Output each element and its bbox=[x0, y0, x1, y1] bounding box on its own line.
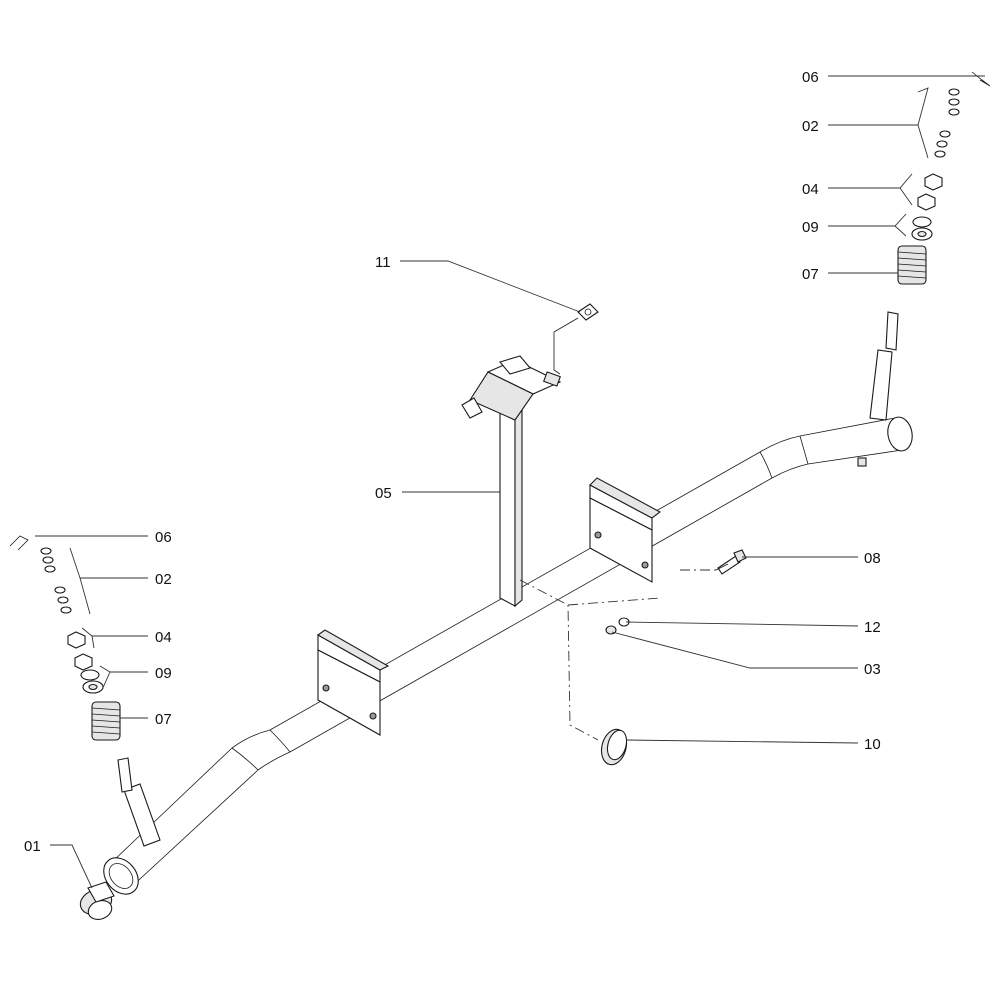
center-upright-post bbox=[461, 355, 562, 608]
axle-tube bbox=[103, 416, 913, 895]
callout-10: 10 bbox=[864, 736, 881, 753]
callout-09-right: 09 bbox=[802, 219, 819, 236]
right-mounting-bracket bbox=[589, 477, 662, 583]
left-spring bbox=[91, 701, 121, 741]
left-spindle-assembly bbox=[9, 535, 161, 847]
right-spindle-assembly bbox=[869, 71, 991, 421]
callout-08: 08 bbox=[864, 550, 881, 567]
right-spring bbox=[897, 245, 927, 285]
callout-09-left: 09 bbox=[155, 665, 172, 682]
callout-04-right: 04 bbox=[802, 181, 819, 198]
callout-02-right: 02 bbox=[802, 118, 819, 135]
bolt-and-fasteners bbox=[519, 549, 747, 766]
callout-01: 01 bbox=[24, 838, 41, 855]
callout-05: 05 bbox=[375, 485, 392, 502]
callout-06-right: 06 bbox=[802, 69, 819, 86]
callout-labels: 06 02 04 09 07 11 05 06 02 04 09 07 01 0… bbox=[24, 69, 881, 855]
callout-03: 03 bbox=[864, 661, 881, 678]
left-mounting-bracket bbox=[316, 629, 390, 736]
callout-06-left: 06 bbox=[155, 529, 172, 546]
callout-11: 11 bbox=[375, 254, 391, 271]
clip-pin bbox=[553, 303, 599, 375]
leader-lines bbox=[35, 75, 985, 889]
callout-04-left: 04 bbox=[155, 629, 172, 646]
callout-02-left: 02 bbox=[155, 571, 172, 588]
hub-cap bbox=[79, 881, 115, 920]
callout-12: 12 bbox=[864, 619, 881, 636]
callout-07-right: 07 bbox=[802, 266, 819, 283]
callout-07-left: 07 bbox=[155, 711, 172, 728]
